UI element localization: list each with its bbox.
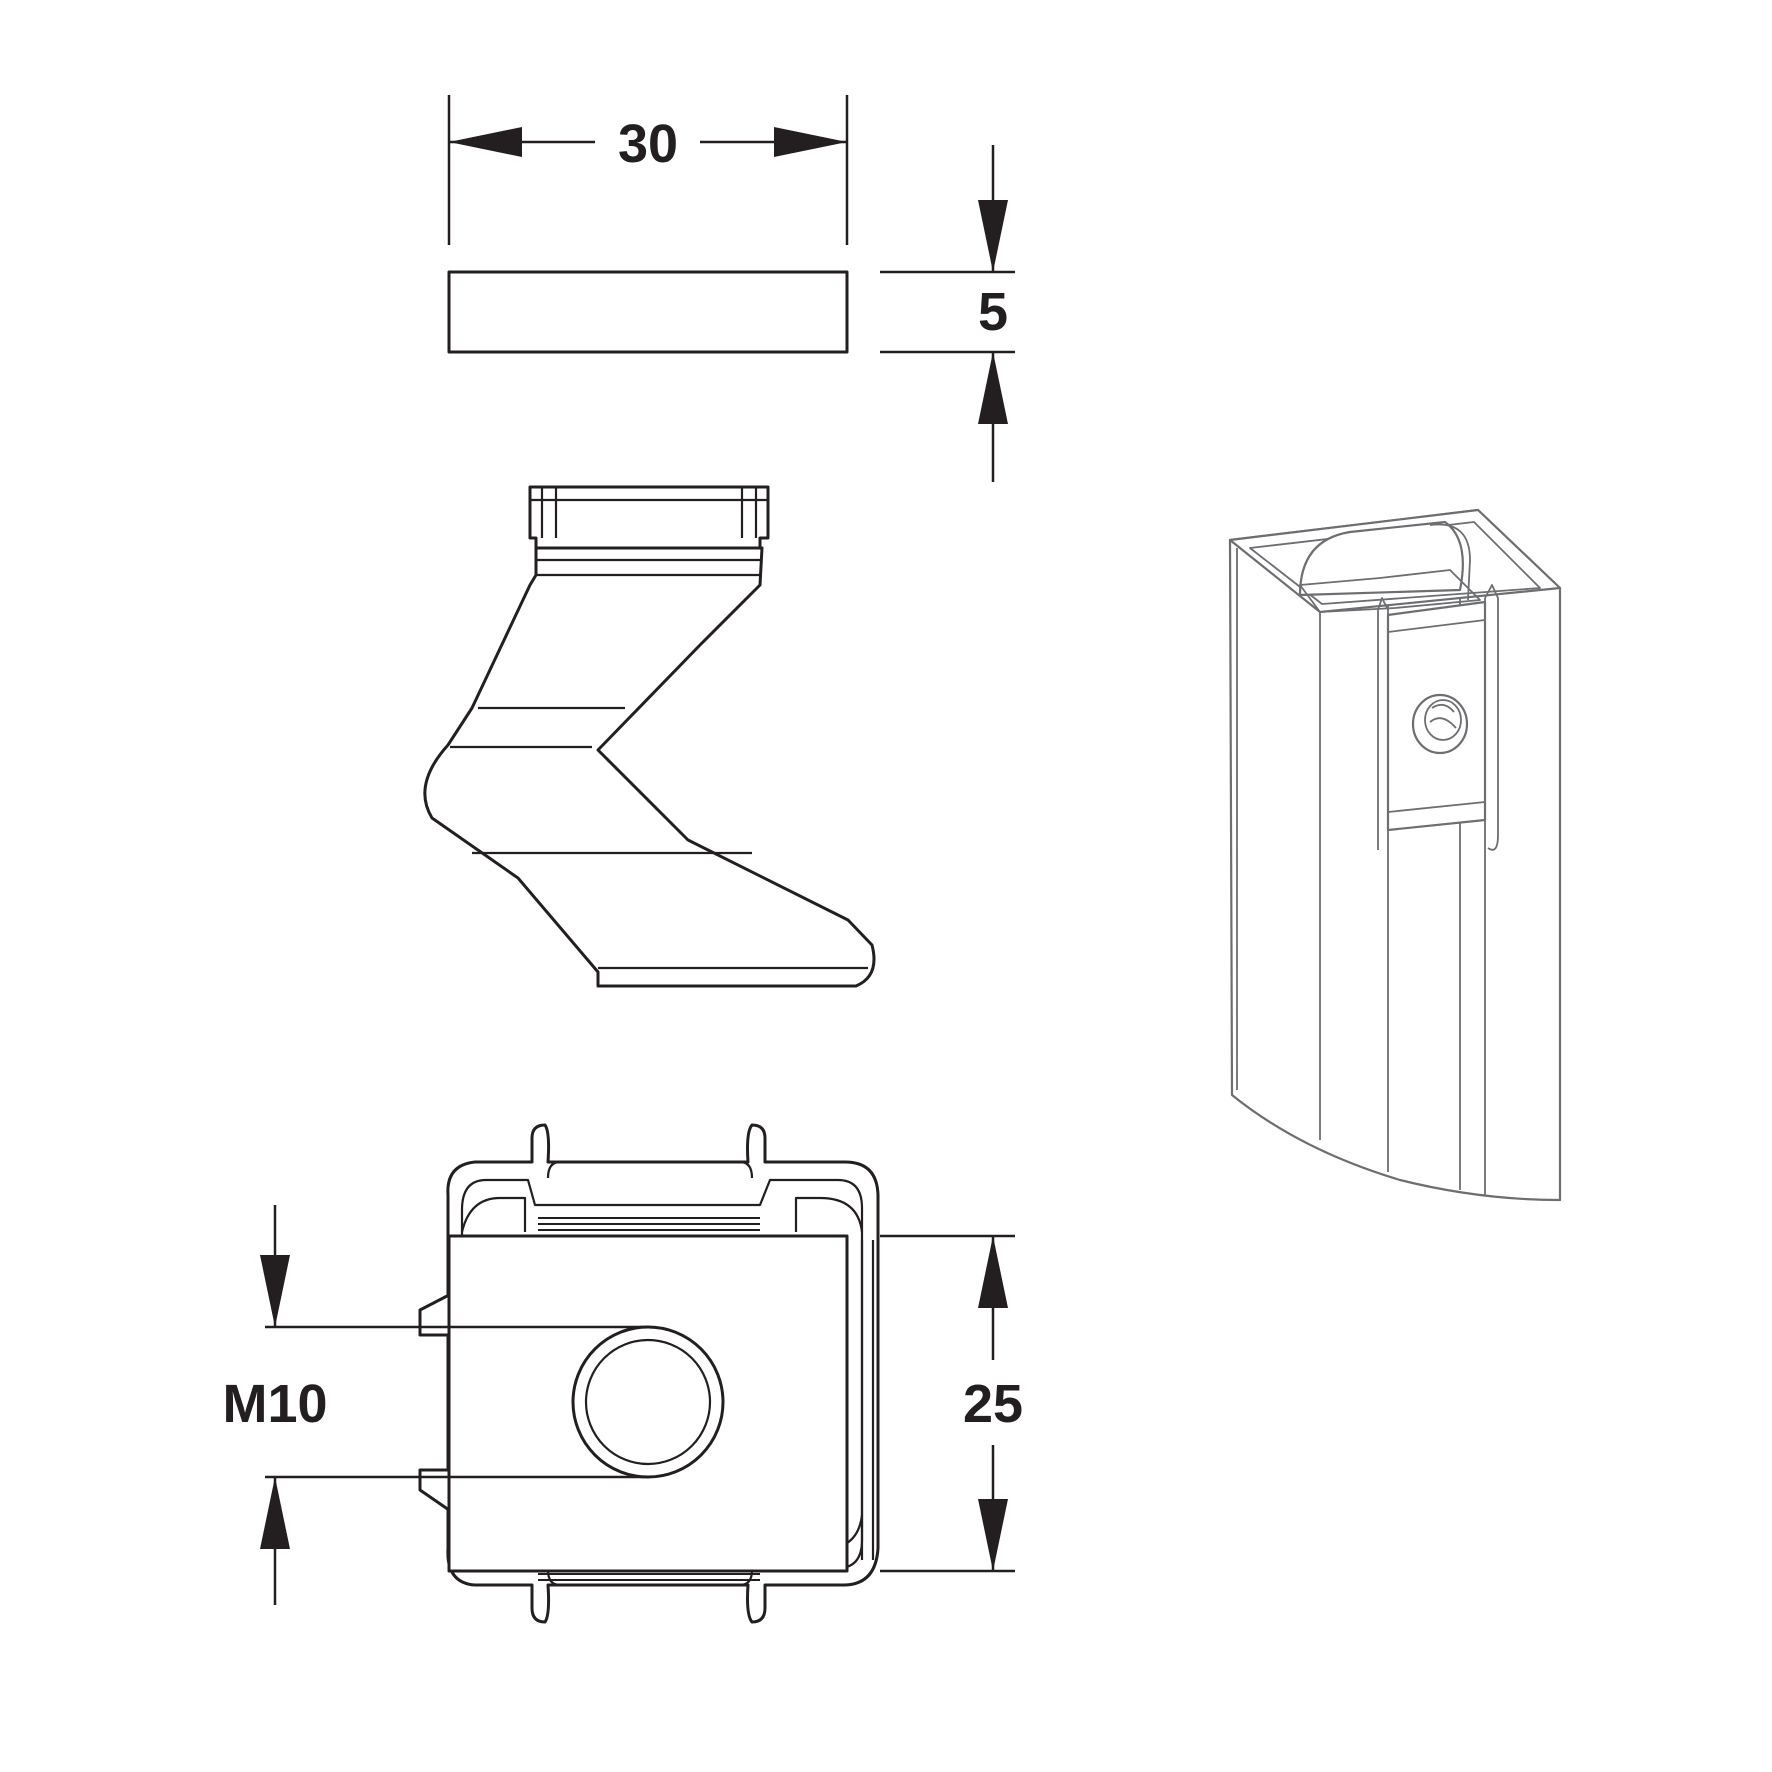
iso-clip-top bbox=[1298, 520, 1464, 597]
iso-m10-hole-outer bbox=[1411, 693, 1469, 755]
thickness-arrow-bottom bbox=[978, 352, 1008, 424]
side-view-z-body bbox=[423, 546, 876, 988]
thread-label: M10 bbox=[222, 1374, 327, 1434]
height-arrow-top bbox=[978, 1236, 1008, 1308]
thickness-label: 5 bbox=[978, 282, 1008, 342]
width-arrow-right bbox=[774, 127, 847, 157]
top-view: 30 5 bbox=[447, 95, 1015, 482]
height-label: 25 bbox=[963, 1374, 1023, 1434]
iso-clip-hook bbox=[1429, 523, 1471, 601]
width-label: 30 bbox=[618, 114, 678, 174]
iso-nut-plate-edge-top bbox=[1387, 619, 1486, 633]
thread-dimension: M10 bbox=[222, 1205, 648, 1605]
width-dimension: 30 bbox=[447, 95, 849, 245]
front-view-m10-hole-inner bbox=[584, 1338, 712, 1466]
width-arrow-left bbox=[449, 127, 522, 157]
thickness-dimension: 5 bbox=[880, 145, 1015, 482]
iso-m10-hole-inner bbox=[1424, 699, 1462, 741]
thread-arrow-bottom bbox=[260, 1477, 290, 1549]
iso-nut-clip-right bbox=[1484, 584, 1499, 851]
iso-m10-thread bbox=[1429, 703, 1457, 729]
side-view bbox=[423, 485, 876, 988]
thread-arrow-top bbox=[260, 1255, 290, 1327]
side-view-top-tab bbox=[528, 485, 770, 550]
front-view: M10 25 bbox=[222, 1123, 1023, 1624]
thickness-arrow-top bbox=[978, 200, 1008, 272]
front-view-side-tab-top bbox=[418, 1293, 451, 1337]
front-view-pocket-tl bbox=[460, 1196, 527, 1233]
top-view-plate bbox=[447, 270, 849, 354]
height-dimension: 25 bbox=[880, 1234, 1023, 1573]
isometric-view bbox=[1228, 508, 1562, 1202]
height-arrow-bottom bbox=[978, 1499, 1008, 1571]
iso-clip-tab bbox=[1299, 569, 1481, 613]
iso-nut-plate-edge-bottom bbox=[1387, 801, 1486, 813]
front-view-bottom-tab-inner bbox=[546, 1569, 754, 1587]
iso-nut-clip-left bbox=[1377, 597, 1389, 850]
front-view-top-tab-inner bbox=[546, 1160, 754, 1179]
front-view-pocket-tr bbox=[794, 1196, 864, 1233]
front-view-m10-hole-outer bbox=[571, 1325, 725, 1479]
